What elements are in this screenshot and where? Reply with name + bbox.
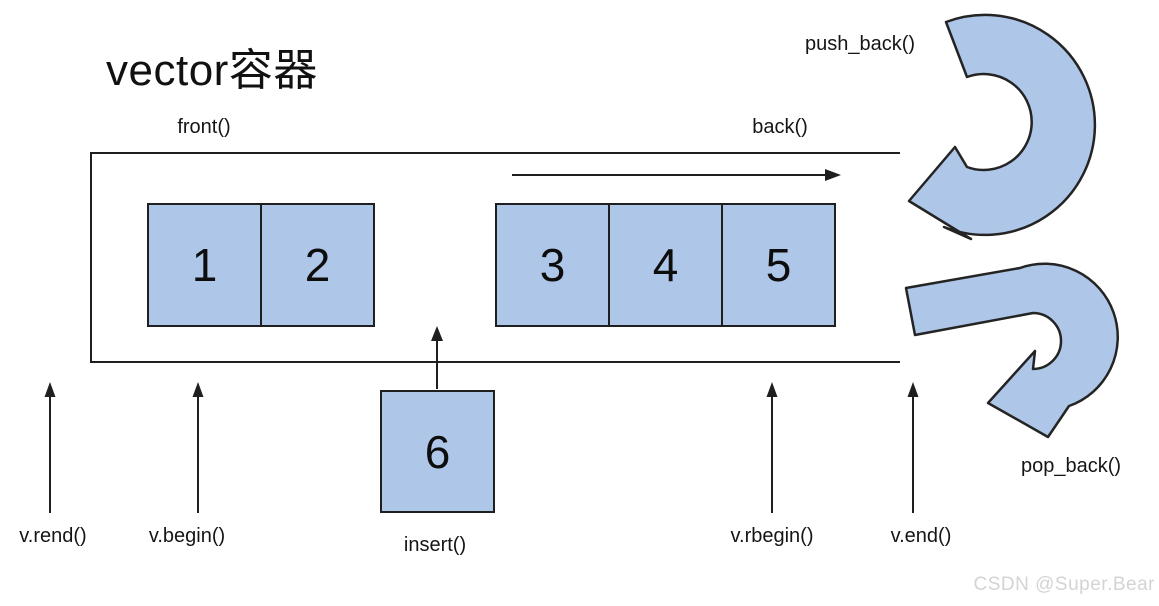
vector-container-outline <box>90 152 900 363</box>
front-block: 1 2 <box>147 203 375 327</box>
iteration-direction-arrow <box>512 169 841 181</box>
v-begin-label: v.begin() <box>148 525 226 547</box>
insert-cell: 6 <box>380 390 495 513</box>
v-end-arrow <box>907 382 919 513</box>
v-rend-arrow <box>44 382 56 513</box>
cell-5: 5 <box>721 203 836 327</box>
cell-2: 2 <box>260 203 375 327</box>
watermark: CSDN @Super.Bear <box>973 574 1155 595</box>
v-rbegin-arrow <box>766 382 778 513</box>
insert-label: insert() <box>403 534 467 556</box>
v-begin-arrow <box>192 382 204 513</box>
push-back-curved-arrow <box>907 13 1097 241</box>
insert-arrow <box>431 326 443 389</box>
page-title: vector容器 <box>106 46 318 95</box>
back-block: 3 4 5 <box>495 203 836 327</box>
push-back-label: push_back() <box>804 33 916 55</box>
pop-back-curved-arrow <box>904 262 1119 439</box>
cell-1: 1 <box>147 203 262 327</box>
pop-back-label: pop_back() <box>1020 455 1122 477</box>
v-rbegin-label: v.rbegin() <box>730 525 814 547</box>
cell-4: 4 <box>608 203 723 327</box>
back-label: back() <box>752 116 808 138</box>
v-end-label: v.end() <box>890 525 952 547</box>
cell-3: 3 <box>495 203 610 327</box>
front-label: front() <box>177 116 231 138</box>
v-rend-label: v.rend() <box>19 525 87 547</box>
